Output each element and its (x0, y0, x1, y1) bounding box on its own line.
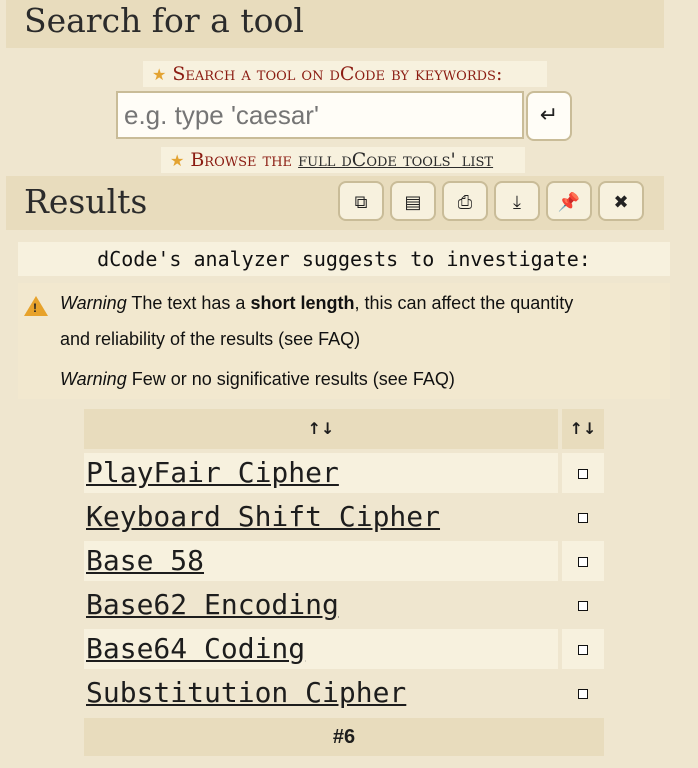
scroll-button[interactable]: ▤ (390, 181, 436, 221)
result-checkbox[interactable] (562, 629, 604, 669)
checkbox-icon (578, 644, 588, 655)
checkbox-icon (578, 688, 588, 699)
checkbox-icon (578, 556, 588, 567)
print-icon: ⎙ (457, 192, 473, 213)
print-button[interactable]: ⎙ (442, 181, 488, 221)
browse-tools-row: ★ Browse the full dCode tools' list (161, 147, 525, 173)
checkbox-icon (578, 600, 588, 611)
warning-line-2: and reliability of the results (see FAQ) (60, 329, 361, 349)
download-icon: ⤓ (513, 192, 521, 213)
warning-line-1: Warning The text has a short length, thi… (60, 285, 573, 321)
sort-select-header[interactable]: ↑↓ (562, 409, 604, 449)
download-button[interactable]: ⤓ (494, 181, 540, 221)
warning-icon: ! (24, 296, 48, 316)
warning-label: Warning (60, 369, 127, 389)
star-icon: ★ (152, 65, 167, 84)
close-icon: ✖ (613, 192, 629, 213)
analyzer-heading: dCode's analyzer suggests to investigate… (18, 242, 670, 276)
scroll-icon: ▤ (404, 192, 422, 213)
result-link[interactable]: Base64 Coding (84, 629, 558, 669)
result-link[interactable]: Substitution Cipher (86, 676, 407, 709)
result-checkbox[interactable] (562, 497, 604, 537)
search-title: Search for a tool (24, 1, 304, 40)
keywords-label: Search a tool on dCode by keywords: (172, 63, 503, 85)
browse-prefix: Browse the (190, 149, 293, 171)
pin-icon: 📌 (557, 192, 581, 213)
search-submit-button[interactable]: ↵ (526, 91, 572, 141)
pin-button[interactable]: 📌 (546, 181, 592, 221)
result-link[interactable]: Base62 Encoding (86, 588, 339, 621)
search-section-header: Search for a tool (6, 0, 664, 48)
warning-text: , this can affect the quantity (354, 293, 574, 313)
star-icon: ★ (170, 151, 185, 170)
warning-emphasis: short length (250, 293, 355, 313)
warnings-box: ! Warning The text has a short length, t… (18, 283, 670, 399)
copy-icon: ⧉ (354, 192, 368, 213)
warning-label: Warning (60, 293, 127, 313)
enter-arrow-icon: ↵ (539, 103, 559, 128)
tool-search-input[interactable] (116, 91, 524, 139)
warning-line-3: Warning Few or no significative results … (60, 361, 455, 397)
result-checkbox[interactable] (562, 541, 604, 581)
result-checkbox[interactable] (562, 453, 604, 493)
keywords-label-row: ★ Search a tool on dCode by keywords: (143, 61, 547, 87)
result-link[interactable]: PlayFair Cipher (84, 453, 558, 493)
warning-text: The text has a (126, 293, 251, 313)
results-count-footer: #6 (84, 718, 604, 756)
warning-text: Few or no significative results (see FAQ… (126, 369, 455, 389)
results-title: Results (24, 182, 148, 221)
copy-button[interactable]: ⧉ (338, 181, 384, 221)
close-button[interactable]: ✖ (598, 181, 644, 221)
checkbox-icon (578, 512, 588, 523)
sort-name-header[interactable]: ↑↓ (84, 409, 558, 449)
checkbox-icon (578, 468, 588, 479)
result-checkbox[interactable] (562, 673, 604, 713)
result-checkbox[interactable] (562, 585, 604, 625)
result-link[interactable]: Base 58 (84, 541, 558, 581)
full-tools-list-link[interactable]: full dCode tools' list (298, 149, 494, 171)
result-link[interactable]: Keyboard Shift Cipher (86, 500, 441, 533)
